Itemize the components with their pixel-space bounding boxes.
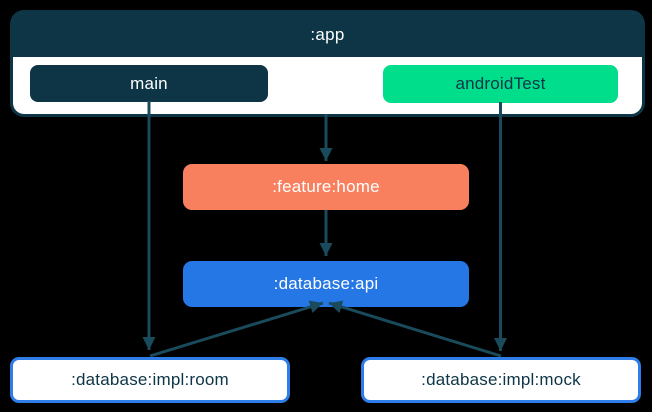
node-database-impl-room: :database:impl:room — [10, 357, 290, 403]
source-set-main-label: main — [130, 73, 168, 93]
node-database-impl-mock-label: :database:impl:mock — [421, 370, 581, 389]
source-set-androidtest: androidTest — [383, 65, 618, 103]
node-database-impl-mock: :database:impl:mock — [361, 357, 641, 403]
node-database-api: :database:api — [183, 261, 469, 307]
node-database-api-label: :database:api — [273, 274, 379, 293]
node-feature-home-label: :feature:home — [272, 177, 380, 196]
edge-impl-room-to-database-api — [149, 300, 324, 358]
app-module-container: :app main androidTest — [10, 10, 645, 117]
node-feature-home: :feature:home — [183, 164, 469, 210]
edge-impl-mock-to-database-api — [328, 300, 502, 358]
node-database-impl-room-label: :database:impl:room — [71, 370, 229, 389]
source-set-main: main — [30, 65, 268, 102]
app-module-header: :app — [13, 13, 642, 57]
source-set-androidtest-label: androidTest — [455, 74, 546, 93]
app-module-title: :app — [310, 25, 345, 44]
